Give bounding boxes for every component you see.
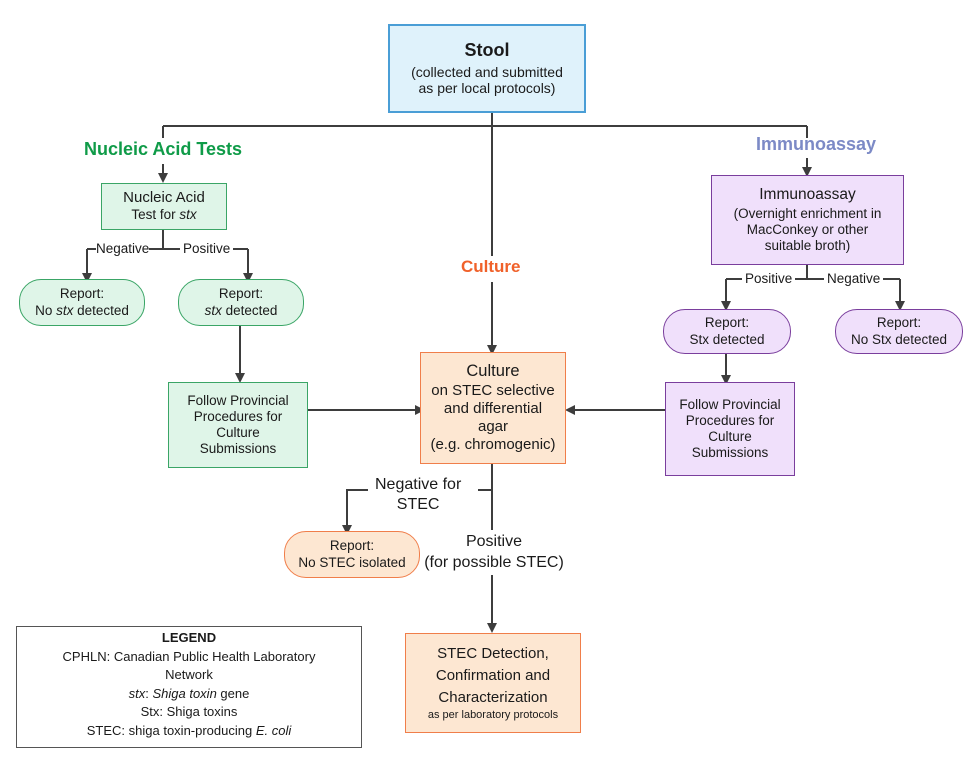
ia-report-positive: Report: Stx detected — [663, 309, 791, 354]
legend-stx-suffix: gene — [216, 685, 250, 701]
detection-line3: Characterization — [438, 689, 548, 707]
nat-positive-label: Positive — [180, 241, 234, 257]
nat-report-positive-line1: Report: — [218, 286, 264, 302]
nat-line2-italic: stx — [179, 207, 197, 223]
immunoassay-box: Immunoassay (Overnight enrichment in Mac… — [711, 175, 904, 265]
ia-follow-line1: Follow Provincial — [679, 396, 781, 412]
ia-follow-line2: Procedures for — [685, 412, 775, 428]
ia-negative-label: Negative — [824, 271, 884, 287]
legend-cphln: CPHLN: Canadian Public Health Laboratory — [62, 648, 316, 664]
stool-box: Stool (collected and submitted as per lo… — [388, 24, 586, 113]
nat-rn-suffix: detected — [73, 302, 129, 318]
ia-follow-line3: Culture — [708, 429, 752, 444]
nucleic-acid-test-box: Nucleic Acid Test for stx — [101, 183, 227, 230]
nat-negative-label: Negative — [96, 241, 150, 257]
ia-positive-label: Positive — [742, 271, 796, 287]
culture-neg-line2: STEC — [396, 496, 440, 513]
culture-line1: Culture — [466, 362, 520, 381]
ia-line4: suitable broth) — [764, 237, 851, 253]
legend-cphln-cont: Network — [165, 667, 213, 682]
detection-line1: STEC Detection, — [437, 645, 549, 663]
immunoassay-header: Immunoassay — [756, 134, 877, 154]
nat-follow-box: Follow Provincial Procedures for Culture… — [168, 382, 308, 468]
stool-line1: (collected and submitted — [411, 63, 563, 80]
culture-header: Culture — [458, 257, 524, 277]
nucleic-acid-tests-header: Nucleic Acid Tests — [84, 139, 243, 160]
nat-line1: Nucleic Acid — [123, 189, 205, 207]
culture-box: Culture on STEC selective and differenti… — [420, 352, 566, 464]
culture-negative-label: Negative for STEC — [372, 475, 465, 515]
legend-stx: stx: Shiga toxin gene — [17, 685, 361, 704]
nat-line2: Test for stx — [131, 207, 196, 223]
ia-rn-line2: No Stx detected — [850, 331, 948, 347]
culture-line3: and differential — [443, 399, 543, 417]
nat-report-negative-line2: No stx detected — [35, 303, 129, 319]
nat-report-negative-line1: Report: — [59, 286, 105, 302]
culture-line2: on STEC selective — [431, 381, 555, 399]
stec-detection-box: STEC Detection, Confirmation and Charact… — [405, 633, 581, 733]
culture-pos-line2: (for possible STEC) — [424, 554, 564, 571]
nat-rn-italic: stx — [56, 302, 74, 318]
detection-note: as per laboratory protocols — [427, 709, 559, 722]
legend-title: LEGEND — [161, 630, 217, 645]
culture-pos-line1: Positive — [465, 533, 523, 550]
nat-rp-suffix: detected — [221, 302, 278, 318]
nat-line2-prefix: Test for — [131, 207, 180, 223]
nat-report-positive-line2: stx detected — [205, 303, 278, 319]
ia-follow-line4: Submissions — [691, 445, 769, 461]
culture-rn-line2: No STEC isolated — [298, 554, 406, 570]
culture-line5: (e.g. chromogenic) — [430, 435, 556, 453]
ia-rp-line1: Report: — [704, 315, 750, 331]
legend-box: LEGEND CPHLN: Canadian Public Health Lab… — [16, 626, 362, 748]
culture-neg-line1: Negative for — [375, 476, 462, 493]
nat-report-negative: Report: No stx detected — [19, 279, 145, 326]
legend-stx-def: Shiga toxin — [152, 685, 217, 701]
ia-rp-line2: Stx detected — [689, 331, 765, 347]
legend-stec: STEC: shiga toxin-producing E. coli — [17, 722, 361, 741]
nat-rn-prefix: No — [35, 302, 57, 318]
nat-follow-line2: Procedures for — [193, 408, 283, 424]
nat-rp-italic: stx — [204, 302, 222, 318]
legend-stx-protein: Stx: Shiga toxins — [140, 704, 238, 719]
arrow-culture-negative — [342, 489, 368, 535]
nat-follow-line3: Culture — [216, 425, 260, 440]
nat-follow-line4: Submissions — [199, 441, 277, 457]
ia-report-negative: Report: No Stx detected — [835, 309, 963, 354]
legend-stx-term: stx — [128, 685, 146, 701]
stool-title: Stool — [464, 39, 510, 60]
culture-report-negative: Report: No STEC isolated — [284, 531, 420, 578]
detection-line2: Confirmation and — [435, 667, 551, 685]
nat-follow-line1: Follow Provincial — [187, 392, 289, 408]
ia-line2: (Overnight enrichment in — [733, 205, 882, 221]
culture-positive-label: Positive (for possible STEC) — [424, 531, 564, 573]
nat-report-positive: Report: stx detected — [178, 279, 304, 326]
ia-rn-line1: Report: — [876, 315, 922, 331]
stool-line2: as per local protocols) — [418, 80, 556, 97]
ia-line1: Immunoassay — [759, 185, 856, 203]
legend-stec-italic: E. coli — [255, 722, 292, 738]
ia-follow-box: Follow Provincial Procedures for Culture… — [665, 382, 795, 476]
culture-line4: agar — [477, 417, 509, 435]
legend-stec-prefix: STEC: shiga toxin-producing — [86, 722, 256, 738]
ia-line3: MacConkey or other — [746, 221, 869, 237]
culture-rn-line1: Report: — [329, 538, 375, 554]
legend-stx-sep: : — [145, 685, 153, 701]
